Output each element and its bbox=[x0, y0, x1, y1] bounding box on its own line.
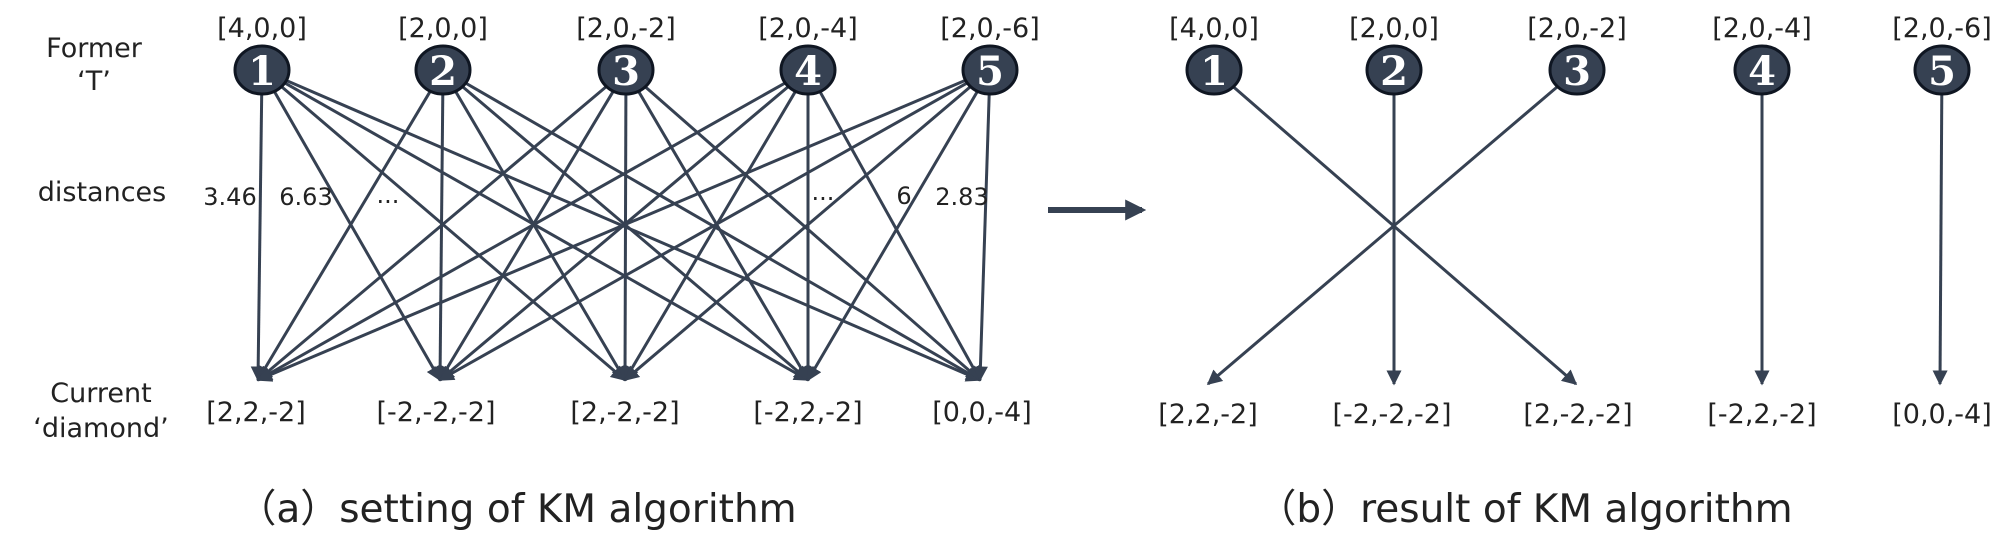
panel-a-former-nodes: 1 2 3 4 5 bbox=[233, 44, 1019, 96]
candidate-edge bbox=[806, 90, 979, 382]
node-circle bbox=[1913, 44, 1971, 96]
node-circle bbox=[1185, 44, 1243, 96]
candidate-edge bbox=[256, 85, 608, 382]
candidate-edge bbox=[250, 93, 266, 382]
node-circle bbox=[233, 44, 291, 96]
current-coord: [-2,2,-2] bbox=[753, 397, 862, 428]
former-coord: [2,0,-4] bbox=[1712, 13, 1812, 44]
former-coord: [2,0,0] bbox=[398, 13, 488, 44]
former-node: 4 bbox=[1733, 44, 1791, 96]
former-node: 4 bbox=[779, 44, 837, 96]
panel-a-current-coords: [2,2,-2] [-2,-2,-2] [2,-2,-2] [-2,2,-2] [0,0… bbox=[206, 397, 1032, 428]
current-coord: [2,-2,-2] bbox=[1523, 399, 1632, 430]
panel-b-former-coords: [4,0,0] [2,0,0] [2,0,-2] [2,0,-4] [2,0,-6] bbox=[1169, 13, 1992, 44]
panel-b-matching-edges bbox=[1206, 85, 1948, 386]
caption-b: （b）result of KM algorithm bbox=[1257, 487, 1792, 532]
candidate-edge bbox=[438, 81, 968, 382]
former-coord: [2,0,-2] bbox=[576, 13, 676, 44]
former-node: 1 bbox=[233, 44, 291, 96]
node-circle bbox=[1365, 44, 1423, 96]
candidate-edge bbox=[461, 85, 810, 382]
panel-b-former-nodes: 1 2 3 4 5 bbox=[1185, 44, 1971, 96]
former-coord: [2,0,-6] bbox=[940, 13, 1040, 44]
current-coord: [2,2,-2] bbox=[1158, 399, 1258, 430]
node-number: 3 bbox=[1563, 48, 1591, 95]
node-circle bbox=[961, 44, 1019, 96]
candidate-edge bbox=[637, 90, 810, 382]
node-number: 5 bbox=[976, 48, 1004, 95]
panel-b-current-coords: [2,2,-2] [-2,-2,-2] [2,-2,-2] [-2,2,-2] [0,0… bbox=[1158, 399, 1992, 430]
former-label-t: ‘T’ bbox=[77, 66, 111, 97]
candidate-edge bbox=[454, 90, 627, 382]
node-circle bbox=[1548, 44, 1606, 96]
candidate-edge bbox=[256, 78, 967, 382]
node-number: 5 bbox=[1928, 48, 1956, 95]
distance-label: ... bbox=[377, 181, 400, 209]
candidate-edge bbox=[464, 81, 982, 382]
distance-label: 2.83 bbox=[935, 183, 988, 211]
candidate-edge bbox=[623, 90, 797, 382]
candidate-edge bbox=[623, 85, 972, 382]
former-node: 3 bbox=[1548, 44, 1606, 96]
distance-label: 6 bbox=[896, 182, 911, 210]
former-coord: [2,0,-6] bbox=[1892, 13, 1992, 44]
panel-a-edges bbox=[250, 78, 991, 382]
former-coord: [4,0,0] bbox=[217, 13, 307, 44]
current-coord: [-2,-2,-2] bbox=[1333, 399, 1452, 430]
former-label: Former bbox=[46, 33, 143, 64]
former-node: 5 bbox=[961, 44, 1019, 96]
current-coord: [2,-2,-2] bbox=[570, 397, 679, 428]
node-circle bbox=[414, 44, 472, 96]
former-node: 2 bbox=[1365, 44, 1423, 96]
candidate-edge bbox=[272, 90, 442, 382]
former-coord: [2,0,0] bbox=[1349, 13, 1439, 44]
candidate-edge bbox=[818, 90, 982, 382]
candidate-edge bbox=[972, 93, 991, 382]
node-circle bbox=[779, 44, 837, 96]
distance-label: 3.46 bbox=[203, 183, 256, 211]
current-label-diamond: ‘diamond’ bbox=[33, 413, 168, 444]
candidate-edge bbox=[284, 81, 810, 382]
former-coord: [2,0,-2] bbox=[1527, 13, 1627, 44]
former-node: 5 bbox=[1913, 44, 1971, 96]
former-node: 3 bbox=[597, 44, 655, 96]
candidate-edge bbox=[256, 81, 786, 382]
former-node: 1 bbox=[1185, 44, 1243, 96]
current-coord: [0,0,-4] bbox=[932, 397, 1032, 428]
candidate-edge bbox=[617, 93, 633, 382]
distance-label: 6.63 bbox=[279, 183, 332, 211]
node-circle bbox=[597, 44, 655, 96]
panel-a-former-coords: [4,0,0] [2,0,0] [2,0,-2] [2,0,-4] [2,0,-6] bbox=[217, 13, 1040, 44]
node-number: 4 bbox=[1748, 48, 1776, 95]
distance-label: ... bbox=[812, 178, 835, 206]
matching-edge bbox=[1932, 93, 1948, 386]
node-number: 2 bbox=[429, 48, 457, 95]
candidate-edge bbox=[644, 85, 982, 382]
candidate-edge bbox=[256, 90, 432, 382]
node-circle bbox=[1733, 44, 1791, 96]
candidate-edge bbox=[438, 85, 790, 382]
current-coord: [2,2,-2] bbox=[206, 397, 306, 428]
former-coord: [4,0,0] bbox=[1169, 13, 1259, 44]
node-number: 3 bbox=[612, 48, 640, 95]
current-coord: [0,0,-4] bbox=[1892, 399, 1992, 430]
current-coord: [-2,-2,-2] bbox=[377, 397, 496, 428]
candidate-edge bbox=[280, 85, 627, 382]
matching-edge bbox=[1206, 85, 1559, 386]
former-node: 2 bbox=[414, 44, 472, 96]
caption-a: （a）setting of KM algorithm bbox=[237, 487, 796, 532]
node-number: 2 bbox=[1380, 48, 1408, 95]
matching-edge bbox=[1232, 85, 1578, 386]
current-coord: [-2,2,-2] bbox=[1707, 399, 1816, 430]
former-coord: [2,0,-4] bbox=[758, 13, 858, 44]
node-number: 1 bbox=[1200, 48, 1228, 95]
candidate-edge bbox=[432, 93, 448, 382]
node-number: 4 bbox=[794, 48, 822, 95]
current-label: Current bbox=[50, 378, 151, 409]
distances-label: distances bbox=[38, 177, 166, 208]
candidate-edge bbox=[438, 90, 615, 382]
node-number: 1 bbox=[248, 48, 276, 95]
